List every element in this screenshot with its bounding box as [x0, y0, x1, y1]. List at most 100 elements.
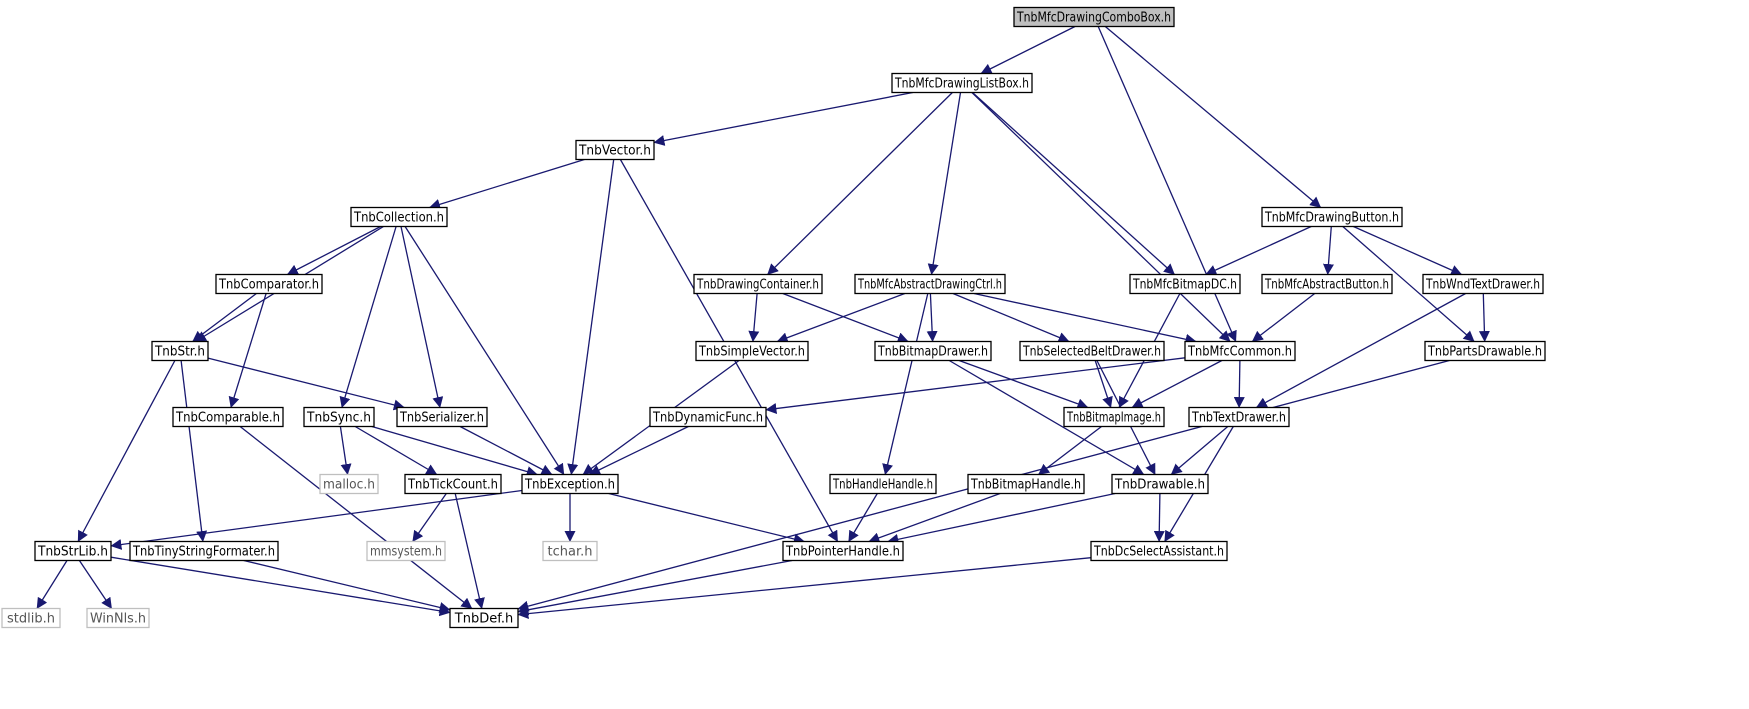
- node-box[interactable]: [1188, 406, 1290, 428]
- node-box[interactable]: [854, 273, 1006, 295]
- node-absdrawctrl[interactable]: TnbMfcAbstractDrawingCtrl.h: [854, 273, 1006, 295]
- edge-drawable-to-ptrhandle: [887, 492, 1116, 545]
- node-box[interactable]: [1261, 273, 1393, 295]
- node-box[interactable]: [874, 340, 992, 362]
- edge-strlib-to-winnls: [78, 560, 113, 609]
- node-drawcont[interactable]: TnbDrawingContainer.h: [693, 273, 823, 295]
- node-box[interactable]: [215, 273, 323, 295]
- edge-absdrawctrl-to-bmpdrawer: [926, 293, 938, 343]
- node-simplevec[interactable]: TnbSimpleVector.h: [695, 340, 809, 362]
- node-dcselect[interactable]: TnbDcSelectAssistant.h: [1090, 540, 1228, 562]
- node-dynfunc[interactable]: TnbDynamicFunc.h: [649, 406, 767, 428]
- node-bmphandle[interactable]: TnbBitmapHandle.h: [967, 473, 1085, 495]
- node-handlehandle[interactable]: TnbHandleHandle.h: [829, 473, 937, 495]
- node-label: TnbMfcBitmapDC.h: [1132, 278, 1237, 293]
- node-box[interactable]: [1422, 273, 1544, 295]
- node-sync[interactable]: TnbSync.h: [303, 406, 375, 428]
- node-button[interactable]: TnbMfcDrawingButton.h: [1261, 206, 1403, 228]
- node-box[interactable]: [575, 139, 655, 161]
- node-box[interactable]: [693, 273, 823, 295]
- node-ptrhandle[interactable]: TnbPointerHandle.h: [782, 540, 904, 562]
- edge-arrow: [1131, 359, 1223, 409]
- edge-arrow: [77, 360, 176, 542]
- node-box[interactable]: [1424, 340, 1546, 362]
- node-mfccommon[interactable]: TnbMfcCommon.h: [1184, 340, 1296, 362]
- edge-sync-to-tickcount: [354, 425, 438, 476]
- edge-sync-to-exception: [371, 425, 538, 477]
- node-bmpimage[interactable]: TnbBitmapImage.h: [1063, 406, 1165, 428]
- node-collection[interactable]: TnbCollection.h: [350, 206, 448, 228]
- node-bmpdrawer[interactable]: TnbBitmapDrawer.h: [874, 340, 992, 362]
- node-box[interactable]: [891, 72, 1033, 94]
- edge-arrow: [412, 493, 447, 542]
- edge-wndtext-to-textdrawer: [1255, 292, 1466, 409]
- header-nodes: TnbMfcDrawingComboBox.hTnbMfcDrawingList…: [1, 6, 1546, 629]
- node-box[interactable]: [521, 473, 619, 495]
- node-absbutton[interactable]: TnbMfcAbstractButton.h: [1261, 273, 1393, 295]
- node-box[interactable]: [829, 473, 937, 495]
- node-box[interactable]: [151, 340, 209, 362]
- edge-tickcount-to-def: [454, 493, 485, 610]
- node-box[interactable]: [695, 340, 809, 362]
- node-comparable[interactable]: TnbComparable.h: [172, 406, 284, 428]
- edge-drawcont-to-simplevec: [748, 293, 760, 343]
- node-def[interactable]: TnbDef.h: [449, 607, 519, 629]
- node-box[interactable]: [1184, 340, 1296, 362]
- node-box[interactable]: [34, 540, 112, 562]
- node-combo[interactable]: TnbMfcDrawingComboBox.h: [1013, 6, 1175, 28]
- node-tinystr[interactable]: TnbTinyStringFormater.h: [129, 540, 279, 562]
- node-selbelt[interactable]: TnbSelectedBeltDrawer.h: [1019, 340, 1165, 362]
- node-listbox[interactable]: TnbMfcDrawingListBox.h: [891, 72, 1033, 94]
- node-wndtext[interactable]: TnbWndTextDrawer.h: [1422, 273, 1544, 295]
- node-box[interactable]: [967, 473, 1085, 495]
- node-box[interactable]: [1111, 473, 1209, 495]
- node-label: mmsystem.h: [370, 545, 442, 560]
- node-box[interactable]: [1090, 540, 1228, 562]
- node-serializer[interactable]: TnbSerializer.h: [396, 406, 488, 428]
- edge-arrow: [110, 489, 523, 550]
- edge-dynfunc-to-exception: [589, 425, 689, 476]
- node-box[interactable]: [129, 540, 279, 562]
- node-box[interactable]: [649, 406, 767, 428]
- node-label: stdlib.h: [7, 612, 55, 627]
- node-box[interactable]: [404, 473, 502, 495]
- node-comparator[interactable]: TnbComparator.h: [215, 273, 323, 295]
- node-tickcount[interactable]: TnbTickCount.h: [404, 473, 502, 495]
- node-textdrawer[interactable]: TnbTextDrawer.h: [1188, 406, 1290, 428]
- edge-comparator-to-comparable: [228, 293, 267, 409]
- node-box[interactable]: [1013, 6, 1175, 28]
- node-label: TnbBitmapHandle.h: [970, 478, 1081, 493]
- node-label: TnbWndTextDrawer.h: [1425, 278, 1540, 293]
- node-box[interactable]: [1019, 340, 1165, 362]
- node-label: tchar.h: [548, 545, 593, 560]
- node-vector[interactable]: TnbVector.h: [575, 139, 655, 161]
- node-box[interactable]: [303, 406, 375, 428]
- edge-arrow: [748, 293, 760, 343]
- edge-comparator-to-str: [192, 292, 257, 343]
- node-label: TnbPointerHandle.h: [785, 545, 900, 560]
- node-parts[interactable]: TnbPartsDrawable.h: [1424, 340, 1546, 362]
- node-box[interactable]: [782, 540, 904, 562]
- edge-mfccommon-to-bmpimage: [1131, 359, 1223, 409]
- node-box[interactable]: [1261, 206, 1403, 228]
- node-label: TnbException.h: [524, 478, 615, 493]
- node-box: [366, 540, 446, 562]
- node-label: TnbSelectedBeltDrawer.h: [1022, 345, 1161, 360]
- node-box[interactable]: [1063, 406, 1165, 428]
- node-str[interactable]: TnbStr.h: [151, 340, 209, 362]
- node-box[interactable]: [1129, 273, 1241, 295]
- node-strlib[interactable]: TnbStrLib.h: [34, 540, 112, 562]
- node-label: TnbSimpleVector.h: [698, 345, 805, 360]
- node-box[interactable]: [449, 607, 519, 629]
- node-drawable[interactable]: TnbDrawable.h: [1111, 473, 1209, 495]
- edge-arrow: [339, 426, 352, 476]
- node-exception[interactable]: TnbException.h: [521, 473, 619, 495]
- edge-bmpdrawer-to-drawable: [948, 359, 1145, 476]
- node-box[interactable]: [396, 406, 488, 428]
- edge-absdrawctrl-to-selbelt: [952, 292, 1070, 343]
- node-bitmapdc[interactable]: TnbMfcBitmapDC.h: [1129, 273, 1241, 295]
- edge-arrow: [517, 559, 793, 616]
- node-box[interactable]: [350, 206, 448, 228]
- edge-arrow: [776, 292, 906, 343]
- node-box[interactable]: [172, 406, 284, 428]
